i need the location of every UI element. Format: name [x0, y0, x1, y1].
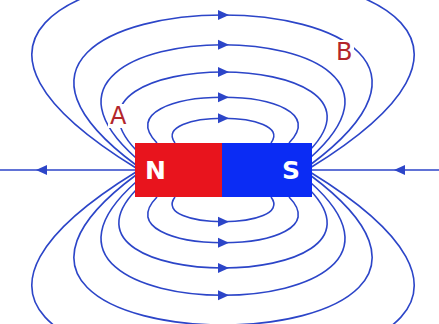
field-arrow — [218, 290, 229, 300]
field-arrow — [218, 10, 229, 20]
field-arrow — [36, 165, 47, 175]
field-line — [312, 169, 439, 171]
field-arrow — [218, 238, 229, 248]
field-line — [101, 45, 345, 158]
field-line — [119, 72, 327, 150]
pole-letter: N — [145, 158, 166, 183]
pole-letter: S — [282, 158, 300, 183]
field-line — [101, 182, 345, 295]
field-line — [119, 190, 327, 268]
field-line — [74, 175, 372, 324]
south-pole: S — [222, 143, 312, 197]
field-line — [172, 118, 274, 143]
field-arrow — [218, 217, 229, 227]
field-line — [0, 169, 135, 171]
point-label: B — [334, 40, 354, 64]
field-arrow — [218, 92, 229, 102]
field-arrow — [218, 263, 229, 273]
field-arrow — [218, 113, 229, 123]
field-line — [148, 197, 299, 243]
north-pole: N — [135, 143, 222, 197]
field-arrow — [218, 67, 229, 77]
field-line — [148, 97, 299, 143]
field-arrow — [394, 165, 405, 175]
field-line — [172, 197, 274, 222]
point-label: A — [108, 104, 128, 128]
field-arrow — [218, 40, 229, 50]
